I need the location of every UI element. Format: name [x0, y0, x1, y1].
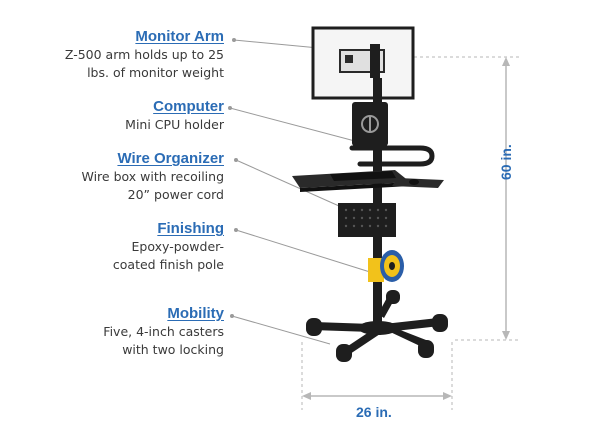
callout-desc-line: Five, 4-inch casters — [103, 324, 224, 339]
callout-computer: Computer Mini CPU holder — [125, 98, 224, 134]
callout-wire-organizer: Wire Organizer Wire box with recoiling 2… — [82, 150, 225, 204]
handle — [349, 145, 435, 167]
callout-finishing: Finishing Epoxy-powder- coated finish po… — [113, 220, 224, 274]
height-label: 60 in. — [498, 144, 514, 180]
wire-organizer — [338, 203, 396, 237]
callout-desc-line: Z-500 arm holds up to 25 — [64, 47, 224, 62]
callout-title: Computer — [153, 98, 224, 115]
callout-title: Finishing — [157, 220, 224, 237]
cpu-holder — [352, 102, 388, 146]
width-dimension — [301, 342, 453, 410]
monitor — [311, 26, 415, 100]
callout-desc-line: Wire box with recoiling — [81, 169, 225, 184]
callout-mobility: Mobility Five, 4-inch casters with two l… — [103, 305, 224, 359]
callout-desc-line: Mini CPU holder — [125, 117, 224, 132]
callout-desc-line: lbs. of monitor weight — [87, 65, 224, 80]
callout-title: Monitor Arm — [135, 28, 224, 45]
keyboard-tray — [292, 170, 444, 192]
height-dimension — [414, 56, 520, 341]
callout-desc-line: Epoxy-powder- — [131, 239, 224, 254]
callout-title: Mobility — [167, 305, 224, 322]
cord-reel — [368, 250, 404, 282]
callout-title: Wire Organizer — [117, 150, 224, 167]
width-label: 26 in. — [356, 404, 392, 420]
callout-desc-line: with two locking — [122, 342, 224, 357]
caster-base — [306, 290, 448, 362]
callout-monitor-arm: Monitor Arm Z-500 arm holds up to 25 lbs… — [65, 28, 224, 82]
callout-desc-line: 20” power cord — [127, 187, 224, 202]
callout-desc-line: coated finish pole — [112, 257, 224, 272]
